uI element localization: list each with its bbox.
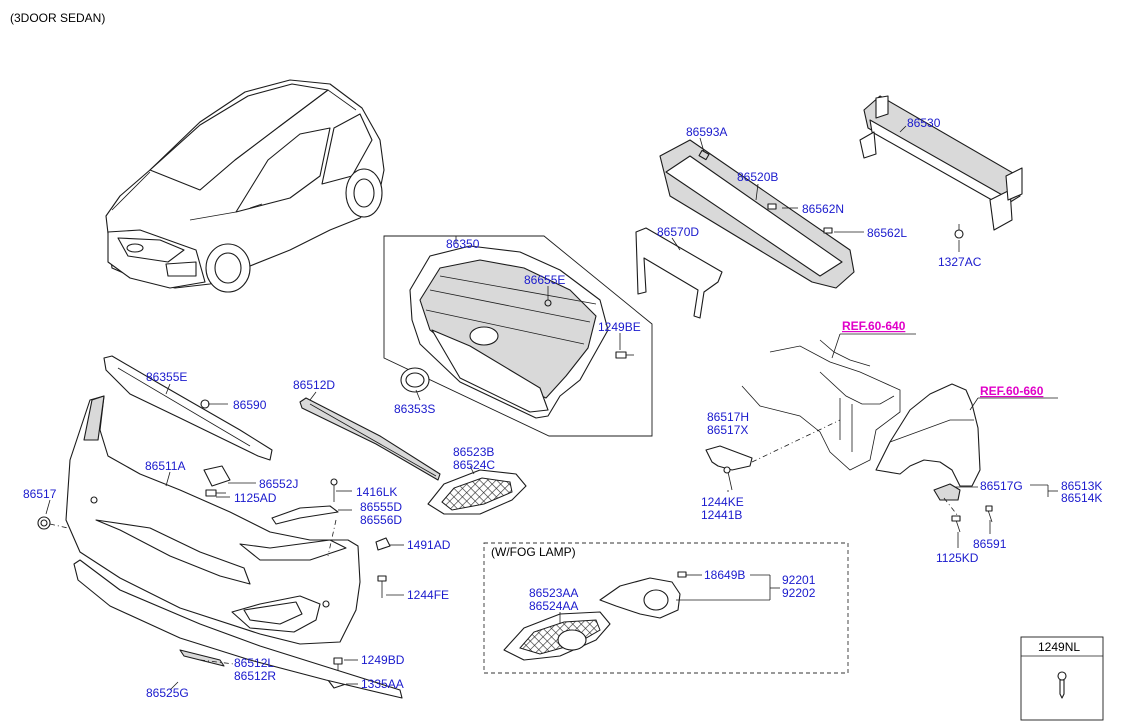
lower-lip-86525g: [73, 559, 403, 699]
leader-lines: [45, 125, 1058, 691]
grille-strip-86512d: [299, 397, 441, 481]
label-1249be: 1249BE: [598, 320, 641, 334]
label-86593a: 86593A: [686, 125, 727, 139]
variant-title: (3DOOR SEDAN): [10, 11, 105, 25]
ref-link-60-660[interactable]: REF.60-660: [980, 384, 1044, 398]
label-86520b: 86520B: [737, 170, 778, 184]
energy-absorber: [659, 139, 855, 289]
label-86562n: 86562N: [802, 202, 844, 216]
label-86591: 86591: [973, 537, 1007, 551]
label-1491ad: 1491AD: [407, 538, 451, 552]
front-fender: [875, 383, 993, 533]
label-1244ke: 1244KE: [701, 495, 744, 509]
bracket-86570d: [635, 227, 723, 319]
label-92202: 92202: [782, 586, 816, 600]
small-hardware-left: [37, 465, 391, 689]
label-86555d: 86555D: [360, 500, 402, 514]
label-86562l: 86562L: [867, 226, 907, 240]
label-86524c: 86524C: [453, 458, 495, 472]
label-1249bd: 1249BD: [361, 653, 405, 667]
label-86512r: 86512R: [234, 669, 276, 683]
fog-group-title: (W/FOG LAMP): [491, 545, 576, 559]
label-1125kd: 1125KD: [936, 551, 979, 565]
label-86353s: 86353S: [394, 402, 435, 416]
label-1416lk: 1416LK: [356, 485, 397, 499]
label-92201: 92201: [782, 573, 816, 587]
label-86523b: 86523B: [453, 445, 494, 459]
body-structure-ref: [741, 339, 901, 471]
label-86514k: 86514K: [1061, 491, 1102, 505]
label-86570d: 86570D: [657, 225, 699, 239]
label-86513k: 86513K: [1061, 479, 1102, 493]
side-bracket-86517h: [705, 445, 753, 491]
label-86525g: 86525G: [146, 686, 189, 700]
label-12441b: 12441B: [701, 508, 742, 522]
label-86512d: 86512D: [293, 378, 335, 392]
label-86590: 86590: [233, 398, 267, 412]
label-86552j: 86552J: [259, 477, 298, 491]
front-bumper: [65, 395, 361, 645]
label-86517g: 86517G: [980, 479, 1023, 493]
legend-box: [1020, 636, 1104, 721]
label-86350: 86350: [446, 237, 480, 251]
label-86512l: 86512L: [234, 656, 274, 670]
label-1125ad: 1125AD: [234, 491, 277, 505]
label-86355e: 86355E: [146, 370, 187, 384]
label-1335aa: 1335AA: [361, 677, 404, 691]
label-86517x: 86517X: [707, 423, 748, 437]
label-1327ac: 1327AC: [938, 255, 982, 269]
fog-lamp-group: [483, 542, 849, 674]
label-86524aa: 86524AA: [529, 599, 578, 613]
car-illustration: [105, 79, 385, 293]
back-beam-assembly: [859, 95, 1023, 239]
label-18649b: 18649B: [704, 568, 745, 582]
label-86523aa: 86523AA: [529, 586, 578, 600]
label-1244fe: 1244FE: [407, 588, 449, 602]
label-86530: 86530: [907, 116, 941, 130]
label-86517: 86517: [23, 487, 57, 501]
grille-assembly: [383, 235, 653, 437]
label-86556d: 86556D: [360, 513, 402, 527]
upper-cover: [103, 355, 273, 461]
label-86517h: 86517H: [707, 410, 749, 424]
label-86655e: 86655E: [524, 273, 565, 287]
fog-cover-mesh: [427, 469, 527, 515]
legend-part-label: 1249NL: [1038, 640, 1080, 654]
label-86511a: 86511A: [145, 459, 185, 473]
ref-link-60-640[interactable]: REF.60-640: [842, 319, 906, 333]
